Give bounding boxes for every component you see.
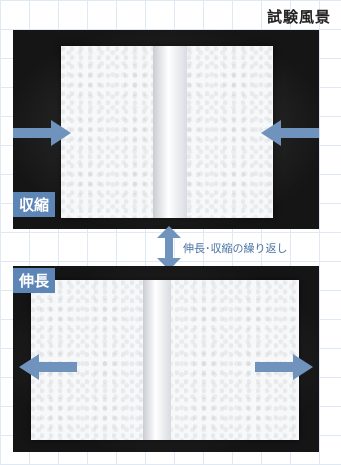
contraction-photo: 収縮 [13, 30, 319, 229]
sheet-fold [153, 46, 187, 218]
extension-label: 伸長 [13, 268, 56, 293]
sheet-fold [143, 280, 171, 440]
arrow-left-icon [19, 354, 77, 380]
page-title: 試験風景 [266, 8, 331, 26]
contraction-label: 収縮 [13, 192, 56, 217]
test-sheet [31, 280, 299, 440]
arrow-left-icon [261, 120, 319, 146]
test-sheet [61, 46, 273, 218]
arrow-right-icon [13, 120, 71, 146]
double-arrow-vertical-icon [157, 226, 181, 270]
extension-photo: 伸長 [13, 266, 319, 452]
arrow-right-icon [255, 354, 313, 380]
repetition-caption: 伸長･収縮の繰り返し [183, 242, 288, 255]
